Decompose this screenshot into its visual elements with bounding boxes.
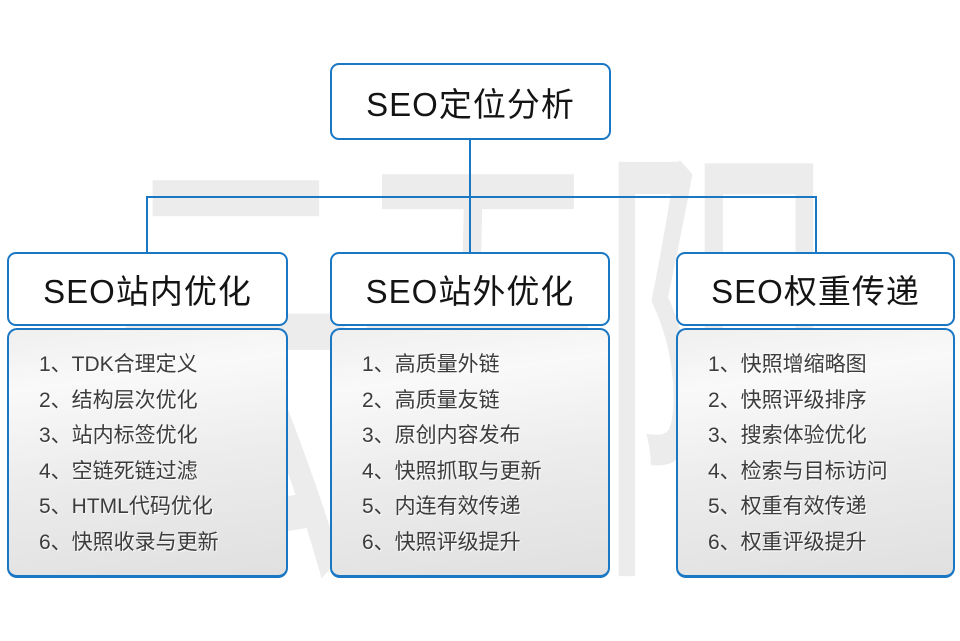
branch-node-offsite: SEO站外优化 [330,252,610,326]
list-item: 3、站内标签优化 [39,424,198,447]
list-item: 5、内连有效传递 [362,495,521,518]
connector-drop-left [146,196,148,253]
branch-panel-onsite: 1、TDK合理定义 2、结构层次优化 3、站内标签优化 4、空链死链过滤 5、H… [7,328,288,578]
list-item: 3、原创内容发布 [362,424,521,447]
branch-title-weight: SEO权重传递 [711,273,920,310]
list-item: 4、空链死链过滤 [39,459,198,483]
list-item: 1、高质量外链 [362,353,500,376]
list-item: 5、权重有效传递 [708,495,867,518]
list-item: 6、快照评级提升 [362,530,521,554]
list-item: 6、快照收录与更新 [39,530,219,554]
branch-title-offsite: SEO站外优化 [365,273,575,310]
branch-panel-offsite: 1、高质量外链 2、高质量友链 3、原创内容发布 4、快照抓取与更新 5、内连有… [330,328,610,578]
branch-panel-weight: 1、快照增缩略图 2、快照评级排序 3、搜索体验优化 4、检索与目标访问 5、权… [676,328,955,578]
list-item: 2、高质量友链 [362,388,500,412]
branch-node-weight: SEO权重传递 [676,252,955,326]
list-item: 2、结构层次优化 [39,388,198,412]
list-item: 4、快照抓取与更新 [362,459,542,483]
list-item: 1、快照增缩略图 [708,353,867,376]
connector-drop-right [815,196,817,253]
list-item: 6、权重评级提升 [708,530,867,554]
connector-root-stem [469,139,471,198]
branch-node-onsite: SEO站内优化 [7,252,288,326]
root-title: SEO定位分析 [366,85,575,123]
root-node: SEO定位分析 [330,63,611,140]
list-item: 2、快照评级排序 [708,388,867,412]
branch-title-onsite: SEO站内优化 [43,273,252,310]
connector-rail [146,196,817,198]
list-item: 5、HTML代码优化 [39,495,213,518]
list-item: 1、TDK合理定义 [39,353,198,376]
list-item: 4、检索与目标访问 [708,459,888,483]
connector-drop-middle [469,196,471,253]
list-item: 3、搜索体验优化 [708,424,867,447]
